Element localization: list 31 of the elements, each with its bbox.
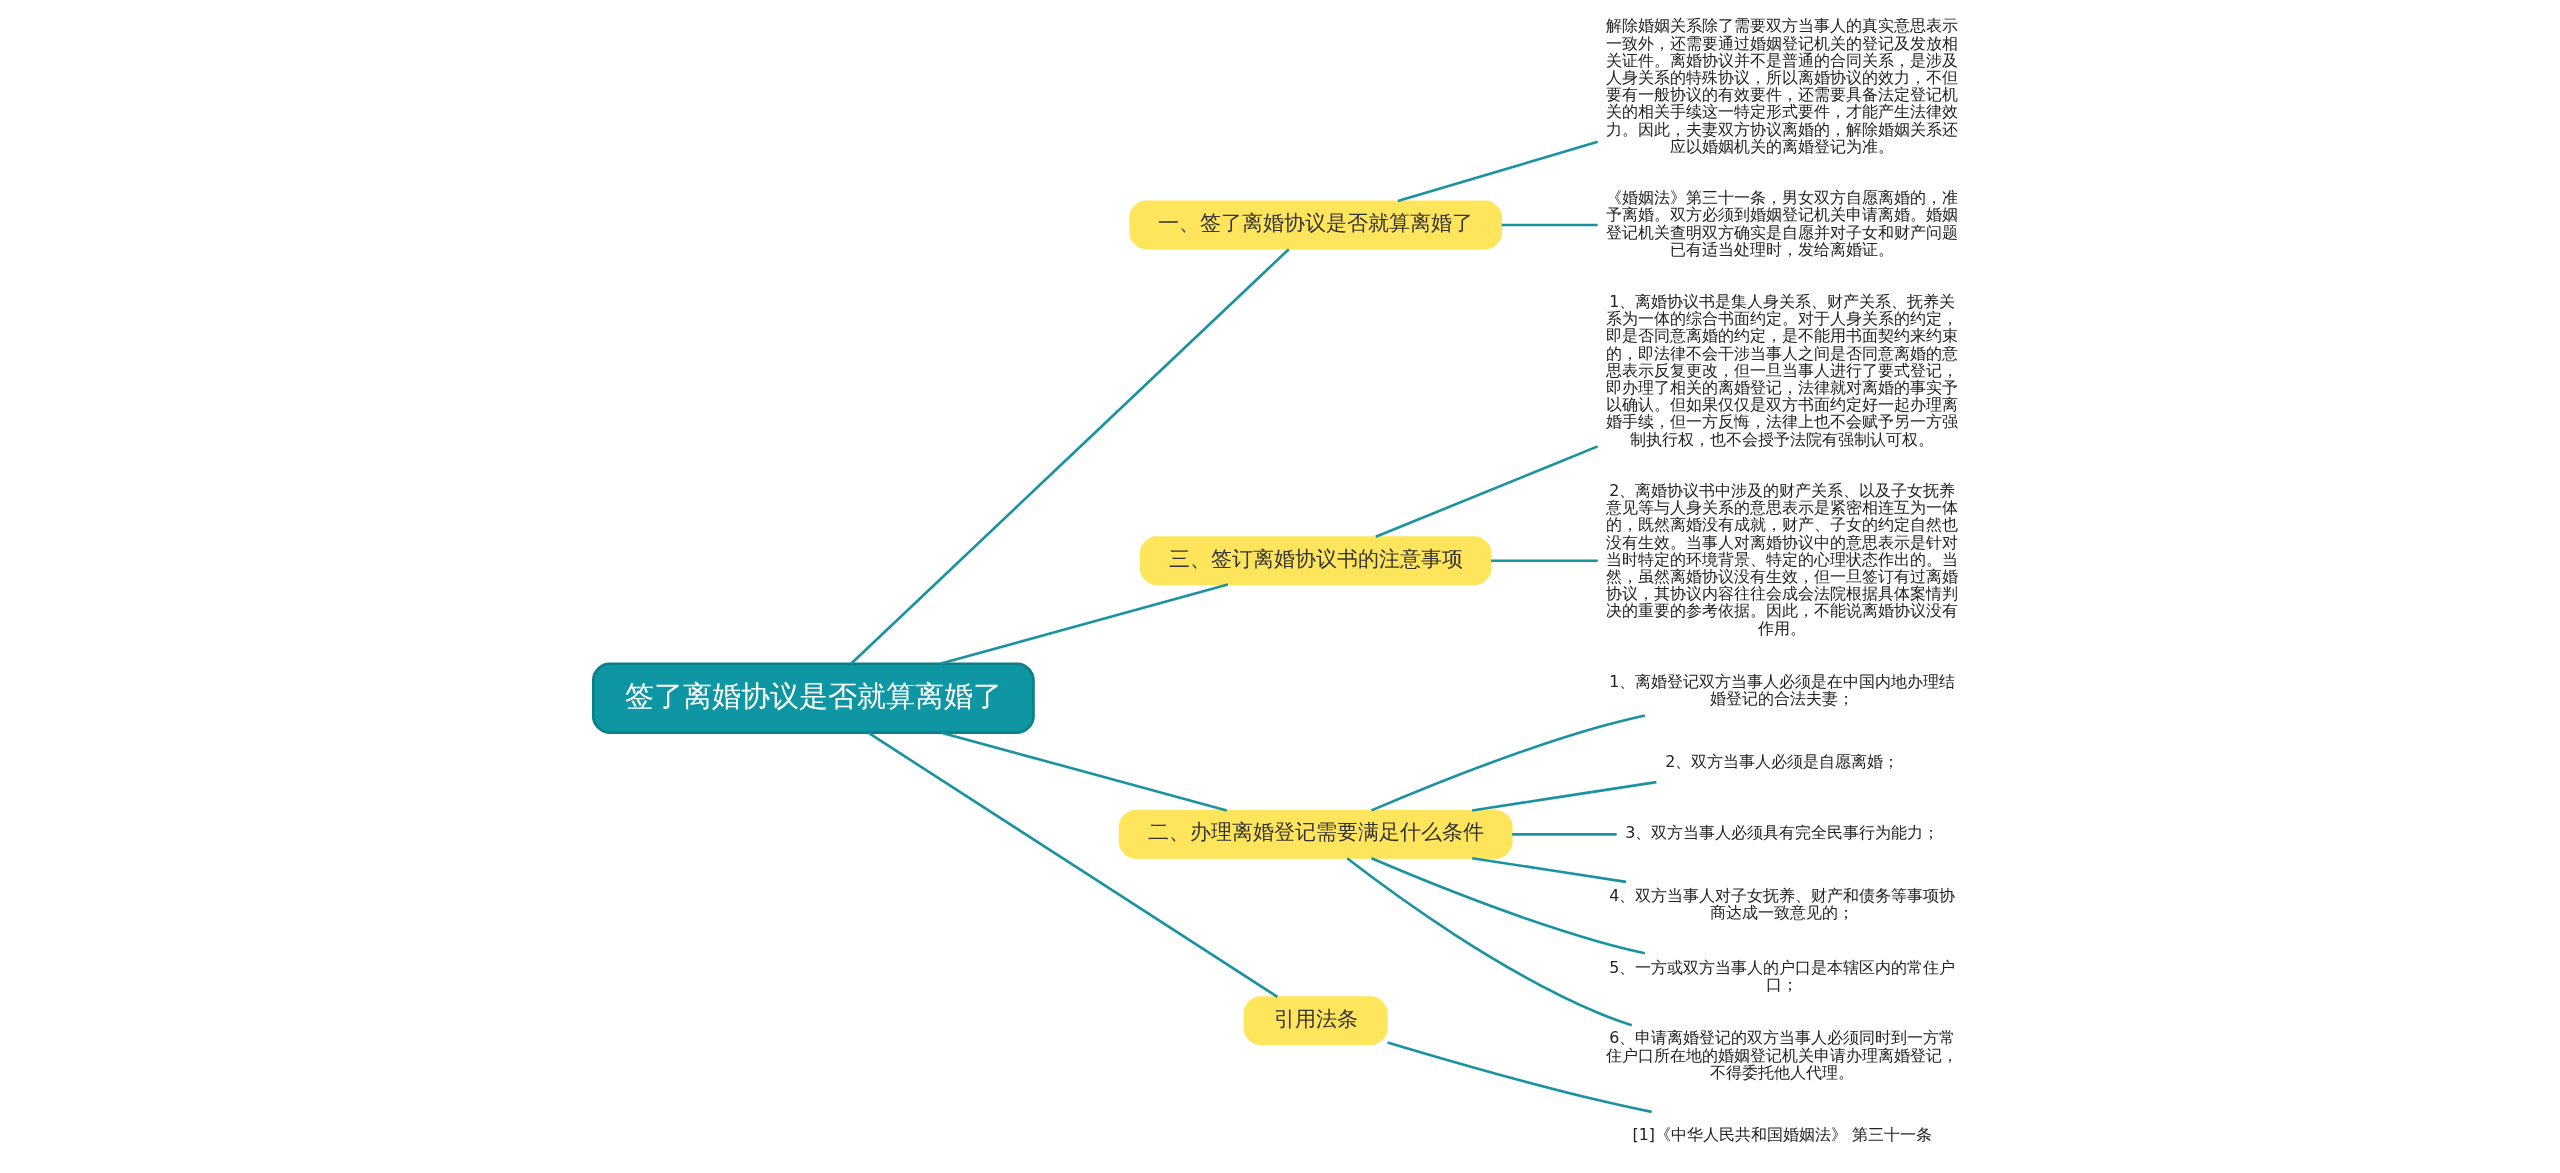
connector [1471,780,1657,812]
node-text: 2、双方当事人必须是自愿离婚； [1665,752,1900,772]
connector [1491,559,1598,563]
node-text: 《婚姻法》第三十一条，男女双方自愿离婚的，准予离婚。双方必须到婚姻登记机关申请离婚。婚姻登记机关查明双方确实是自愿并对子女和财产问题已有适当处理时，发给离婚证。 [1606,188,1959,259]
connector [850,248,1290,665]
connector [1371,714,1646,812]
node-text: [1]《中华人民共和国婚姻法》 第三十一条 [1632,1124,1933,1144]
connector [1471,856,1627,884]
connector [1512,833,1617,836]
connector [1375,445,1599,538]
connector [1501,223,1598,227]
connector [1346,857,1633,1027]
node-text: 1、离婚协议书是集人身关系、财产关系、抚养关系为一体的综合书面约定。对于人身关系的约定，即是否同意离婚的约定，是不能用书面契约来约束的，即法律不会干涉当事人之间是否同意离婚的意思表示反复更改，但一旦当事人进行了要式登记，即办理了相关的离婚登记，法律就对离婚的事实予以确认。但如果仅仅是双方书面约定好一起办理离婚手续，但一方反悔，法律上也不会赋予另一方强制执行权，也不会授予法院有强制认可权。 [1606,292,1959,449]
node-text: 1、离婚登记双方当事人必须是在中国内地办理结婚登记的合法夫妻； [1609,672,1956,709]
node-text: 4、双方当事人对子女抚养、财产和债务等事项协商达成一致意见的； [1609,886,1956,923]
node-box: 二、办理离婚登记需要满足什么条件 [1118,809,1513,859]
node-box: 签了离婚协议是否就算离婚了 [591,662,1035,734]
node-box: 一、签了离婚协议是否就算离婚了 [1129,200,1503,250]
connector [941,731,1228,812]
connector [1371,857,1646,955]
connector [1387,1041,1652,1114]
connector [867,731,1279,998]
node-text: 解除婚姻关系除了需要双方当事人的真实意思表示一致外，还需要通过婚姻登记机关的登记及发放相关证件。离婚协议并不是普通的合同关系，是涉及人身关系的特殊协议，所以离婚协议的效力，不但要有一般协议的有效要件，还需要具备法定登记机关的相关手续这一特定形式要件，才能产生法律效力。因此，夫妻双方协议离婚的，解除婚姻关系还应以婚姻机关的离婚登记为准。 [1606,16,1959,156]
node-text: 5、一方或双方当事人的户口是本辖区内的常住户口； [1609,957,1956,994]
connector [939,583,1229,665]
node-box: 三、签订离婚协议书的注意事项 [1139,536,1492,586]
node-text: 2、离婚协议书中涉及的财产关系、以及子女抚养意见等与人身关系的意思表示是紧密相连互为一体的，既然离婚没有成就，财产、子女的约定自然也没有生效。当事人对离婚协议中的意思表示是针对当时特定的环境背景、特定的心理状态作出的。当然，虽然离婚协议没有生效，但一旦签订有过离婚协议，其协议内容往往会成会法院根据具体案情判决的重要的参考依据。因此，不能说离婚协议没有作用。 [1606,481,1959,638]
node-box: 引用法条 [1243,996,1388,1046]
node-text: 6、申请离婚登记的双方当事人必须同时到一方常住户口所在地的婚姻登记机关申请办理离婚登记，不得委托他人代理。 [1606,1028,1959,1082]
connector [1397,140,1599,203]
node-text: 3、双方当事人必须具有完全民事行为能力； [1625,823,1940,843]
